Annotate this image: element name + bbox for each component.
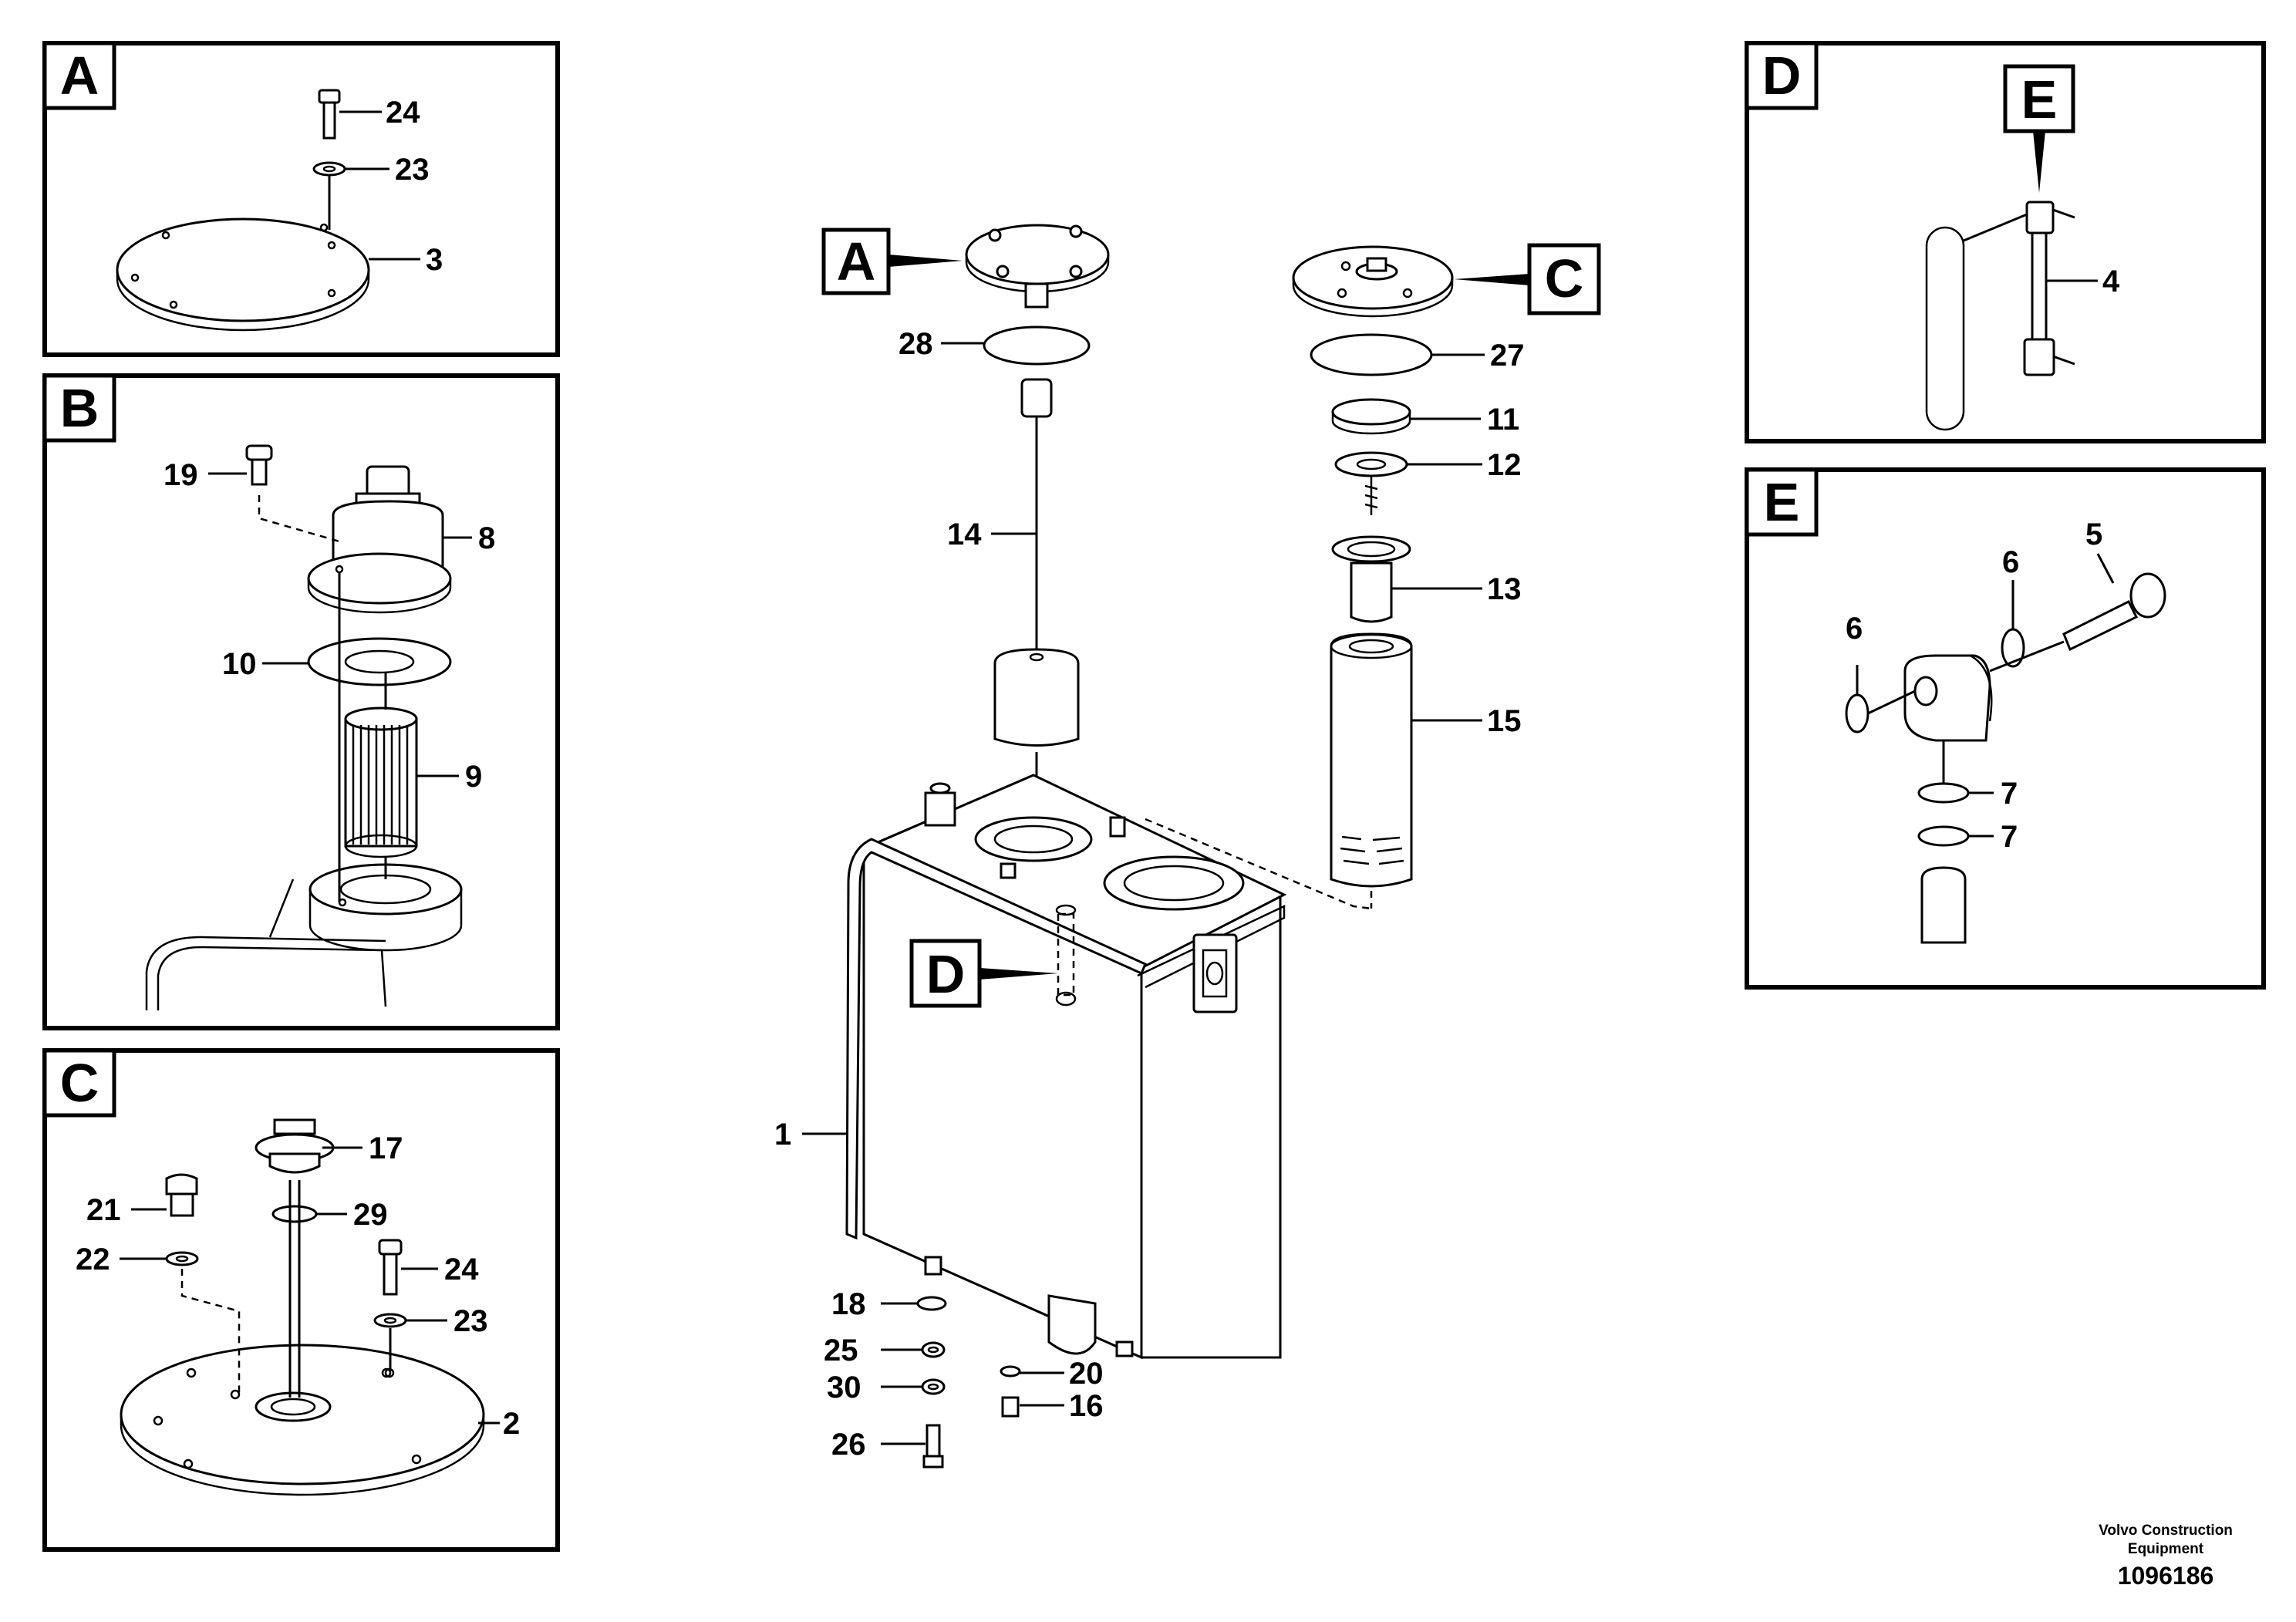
washer-23-a: [312, 161, 346, 177]
drawing-footer: Volvo Construction Equipment 1096186: [2099, 1523, 2233, 1590]
tank-body-1: [845, 774, 1287, 1360]
label-26: 26: [831, 1428, 866, 1462]
callout-d: D: [926, 944, 966, 1004]
label-7-bottom: 7: [2001, 820, 2018, 854]
label-13: 13: [1487, 572, 1522, 606]
filter-element-9: [344, 706, 418, 858]
drawing-number: 1096186: [2118, 1562, 2214, 1590]
bolt-5: [2062, 572, 2166, 652]
label-27: 27: [1490, 339, 1525, 373]
label-15: 15: [1487, 704, 1522, 738]
label-24-c: 24: [444, 1253, 479, 1286]
washer-6-left: [1845, 693, 1870, 733]
label-10: 10: [222, 647, 257, 681]
cover-plate-3: [116, 218, 370, 332]
label-3: 3: [426, 243, 443, 277]
panel-a-letter: A: [60, 46, 99, 106]
label-8: 8: [478, 521, 495, 555]
detail-panel-e: E 6 6 5: [1745, 467, 2266, 990]
filter-cartridge-15: [1330, 632, 1413, 888]
detail-panel-a: A 24 23 3: [42, 41, 560, 357]
panel-b-letter: B: [60, 378, 99, 438]
bolt-24-c: [378, 1239, 403, 1296]
bolt-24-a: [318, 89, 341, 140]
label-16: 16: [1069, 1389, 1104, 1423]
cover-plate-2: [120, 1344, 485, 1496]
label-25: 25: [824, 1334, 858, 1367]
callout-a: A: [837, 231, 876, 292]
cover-plate-a-center: [965, 224, 1110, 309]
valve-disc-12: [1334, 451, 1408, 515]
label-30: 30: [827, 1371, 861, 1404]
cover-plate-c-center: [1292, 245, 1454, 318]
gasket-10: [307, 637, 452, 686]
panel-d-callout-e: E: [2021, 69, 2058, 130]
detail-panel-c: C: [42, 1048, 560, 1552]
label-6-left: 6: [1846, 612, 1863, 646]
label-11: 11: [1487, 403, 1519, 437]
label-20: 20: [1069, 1357, 1104, 1391]
breather-cap-17: [255, 1118, 335, 1174]
drain-stack: [916, 1296, 947, 1469]
filter-cup-13: [1331, 535, 1411, 623]
o-ring-29: [271, 1205, 318, 1223]
label-9: 9: [465, 760, 482, 794]
filter-base: [308, 863, 463, 952]
label-17: 17: [369, 1131, 403, 1165]
level-float-14: [993, 378, 1080, 747]
detail-panel-d: D E 4: [1745, 41, 2266, 443]
label-24-a: 24: [386, 96, 420, 130]
label-21: 21: [86, 1193, 121, 1227]
label-1: 1: [774, 1118, 791, 1152]
hydraulic-tank-assembly: A 28 14 C: [774, 224, 1601, 1469]
brand-line-1: Volvo Construction: [2099, 1523, 2233, 1539]
label-12: 12: [1487, 448, 1522, 482]
plug-21: [165, 1173, 198, 1217]
label-6-right: 6: [2002, 545, 2019, 579]
o-ring-27: [1310, 333, 1433, 376]
o-ring-7-bottom: [1917, 825, 1970, 847]
label-22: 22: [76, 1243, 110, 1276]
o-ring-7-top: [1917, 782, 1970, 804]
label-14: 14: [947, 518, 982, 551]
panel-c-letter: C: [60, 1053, 99, 1113]
label-28: 28: [899, 327, 933, 361]
label-23-a: 23: [395, 153, 430, 187]
label-7-top: 7: [2001, 777, 2018, 811]
pipe-stub: [1920, 866, 1967, 944]
washer-23-c: [373, 1313, 407, 1328]
detail-panel-b: B: [42, 373, 560, 1030]
label-5: 5: [2085, 518, 2102, 551]
filter-housing-8: [307, 465, 452, 614]
label-29: 29: [353, 1198, 388, 1232]
screw-19: [245, 444, 273, 486]
brand-line-2: Equipment: [2128, 1541, 2204, 1557]
banjo-fitting: [1903, 654, 1993, 742]
panel-d-letter: D: [1762, 46, 1802, 106]
sight-glass-4: [1963, 201, 2075, 376]
callout-c: C: [1545, 248, 1584, 309]
o-ring-28: [983, 325, 1091, 366]
label-18: 18: [831, 1287, 866, 1321]
spring-ring-11: [1331, 398, 1411, 435]
label-23-c: 23: [453, 1304, 488, 1338]
label-19: 19: [164, 458, 198, 492]
drain-plug-16: [1000, 1365, 1021, 1418]
label-2: 2: [503, 1407, 520, 1441]
label-4: 4: [2102, 265, 2120, 298]
washer-22: [165, 1251, 199, 1266]
panel-e-letter: E: [1764, 472, 1800, 532]
